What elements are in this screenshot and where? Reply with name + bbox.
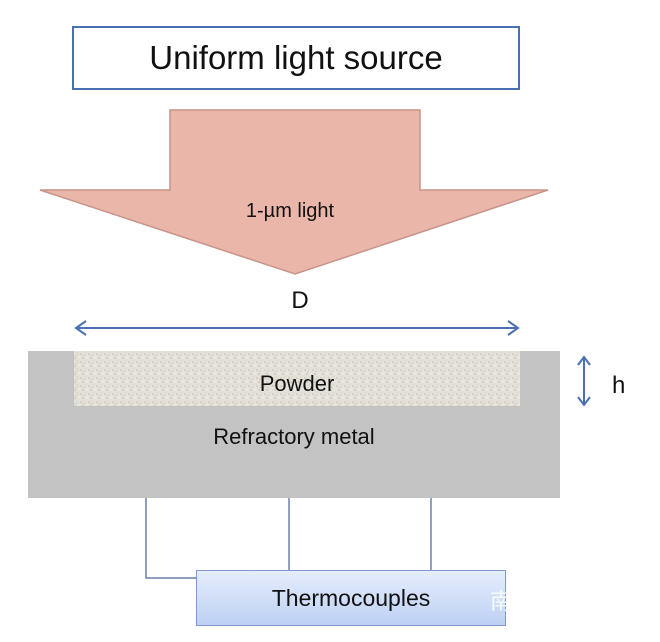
height-dimension-label: h bbox=[612, 372, 626, 399]
light-source-label: Uniform light source bbox=[149, 39, 443, 76]
powder-label: Powder bbox=[259, 371, 335, 396]
width-dimension-label: D bbox=[291, 287, 309, 314]
light-source-box: Uniform light source bbox=[72, 26, 520, 90]
refractory-metal-label: Refractory metal bbox=[213, 424, 375, 449]
thermocouples-label: Thermocouples bbox=[271, 584, 431, 611]
thermocouples-box: Thermocouples bbox=[196, 570, 506, 626]
height-dimension-arrow bbox=[577, 355, 591, 407]
powder-bed bbox=[74, 351, 520, 406]
thermocouple-wires bbox=[145, 498, 432, 579]
width-dimension-arrow bbox=[74, 320, 520, 336]
light-beam-label: 1-µm light bbox=[245, 200, 335, 222]
light-beam-arrow bbox=[39, 109, 549, 275]
watermark-text: 南 bbox=[490, 589, 517, 614]
